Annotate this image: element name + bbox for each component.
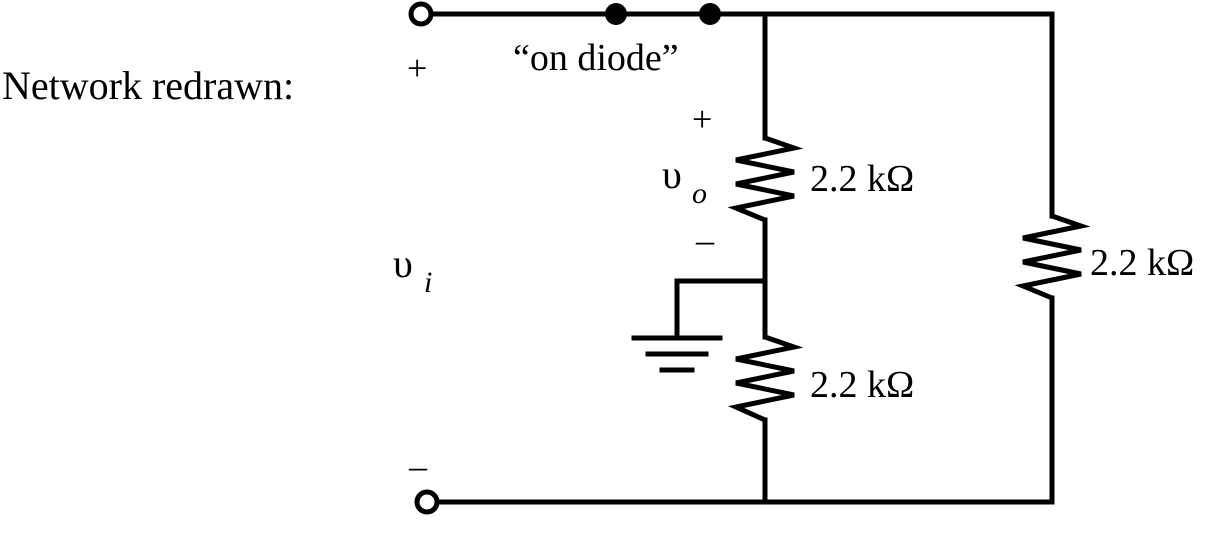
resistor-upper-label: 2.2 kΩ	[810, 158, 914, 200]
diode-label: “on diode”	[513, 37, 679, 79]
resistor-right-label: 2.2 kΩ	[1090, 242, 1194, 284]
ground-icon	[631, 335, 723, 373]
ground-wire	[674, 278, 768, 341]
resistor-upper	[727, 135, 804, 223]
diode-node-right	[699, 3, 721, 25]
output-voltage-subscript: o	[692, 177, 707, 210]
input-terminal-top	[408, 1, 434, 27]
input-voltage-subscript: i	[424, 266, 432, 299]
resistor-lower-label: 2.2 kΩ	[810, 364, 914, 406]
input-terminal-bottom	[414, 489, 440, 515]
output-voltage-symbol: υ	[662, 152, 682, 197]
output-plus-sign: +	[692, 99, 712, 139]
output-minus-sign: –	[695, 220, 715, 260]
resistor-right	[1014, 213, 1091, 301]
resistor-lower	[727, 334, 804, 423]
input-voltage-symbol: υ	[393, 241, 413, 286]
diode-node-left	[605, 3, 627, 25]
input-plus-sign: +	[407, 48, 427, 88]
figure-heading: Network redrawn:	[2, 63, 294, 108]
input-minus-sign: –	[408, 446, 428, 486]
